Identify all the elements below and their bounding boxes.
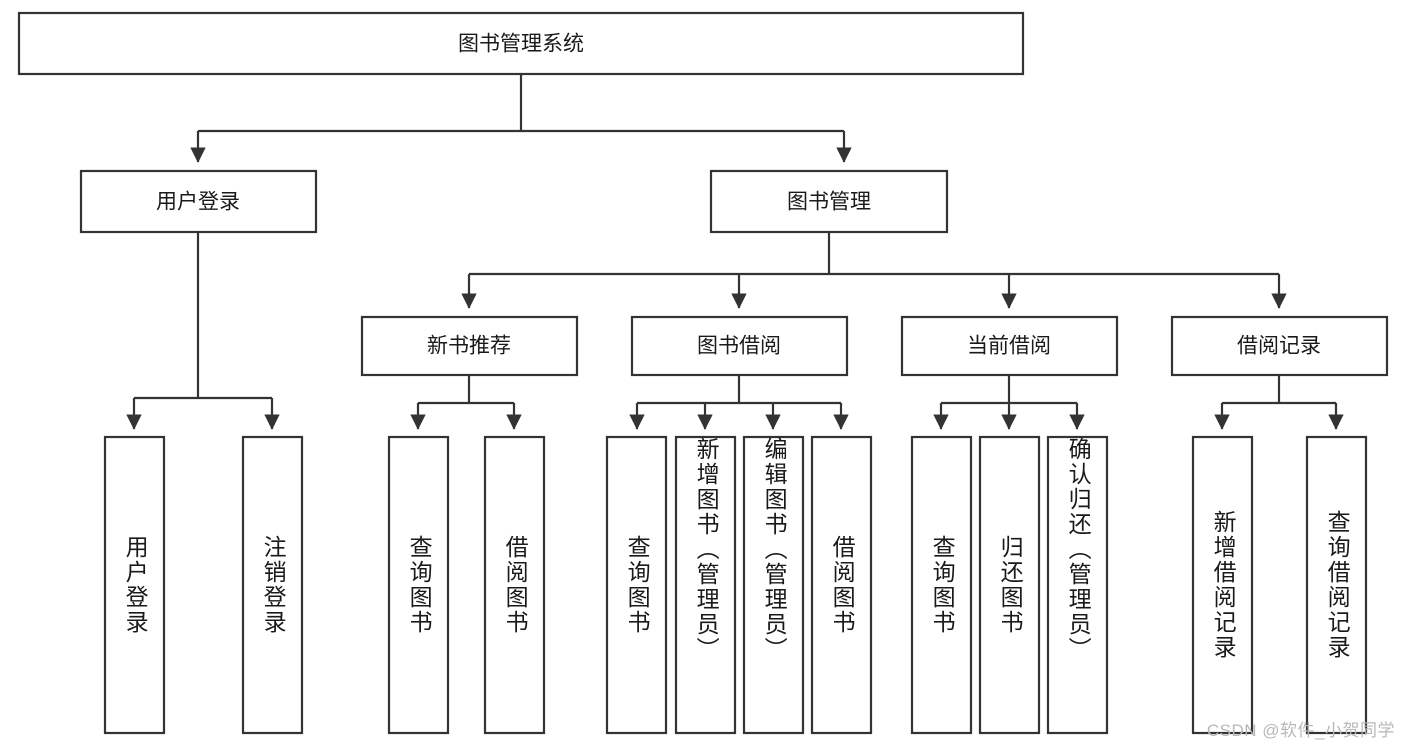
node-book-management[interactable]: 图书管理 (709, 169, 949, 234)
connector-bookmgmt-to-level3 (461, 233, 1287, 309)
node-book-borrow-label: 图书借阅 (697, 335, 781, 358)
csdn-watermark: CSDN @软件_小贺同学 (1206, 721, 1395, 740)
node-borrow-record-label: 借阅记录 (1237, 335, 1321, 358)
node-user-login-label: 用户登录 (156, 191, 240, 214)
leaf-box-book-borrow-1[interactable] (674, 435, 737, 735)
leaf-box-current-borrow-1[interactable] (978, 435, 1041, 735)
connector-bookborrow-to-leaves (629, 376, 849, 430)
node-root-book-management-system[interactable]: 图书管理系统 (17, 11, 1025, 76)
node-new-book-recommend[interactable]: 新书推荐 (360, 315, 579, 377)
leaf-box-user-login-1[interactable] (241, 435, 304, 735)
node-current-borrow-label: 当前借阅 (967, 335, 1051, 358)
connector-currentborrow-to-leaves (933, 376, 1085, 430)
leaf-box-new-book-1[interactable] (483, 435, 546, 735)
leaf-box-borrow-record-0[interactable] (1191, 435, 1254, 735)
connector-newbook-to-leaves (410, 376, 522, 430)
leaf-box-book-borrow-0[interactable] (605, 435, 668, 735)
node-user-login[interactable]: 用户登录 (79, 169, 318, 234)
leaf-box-borrow-record-1[interactable] (1305, 435, 1368, 735)
leaf-box-new-book-0[interactable] (387, 435, 450, 735)
node-borrow-record[interactable]: 借阅记录 (1170, 315, 1389, 377)
connector-userlogin-to-leaves (126, 233, 280, 430)
leaf-box-current-borrow-2[interactable] (1046, 435, 1109, 735)
connector-borrowrecord-to-leaves (1214, 376, 1344, 430)
node-book-borrow[interactable]: 图书借阅 (630, 315, 849, 377)
node-book-management-label: 图书管理 (787, 191, 871, 214)
connector-root-to-level2 (190, 74, 852, 163)
node-root-label: 图书管理系统 (458, 33, 584, 56)
node-new-book-recommend-label: 新书推荐 (427, 335, 511, 358)
node-current-borrow[interactable]: 当前借阅 (900, 315, 1119, 377)
leaf-box-current-borrow-0[interactable] (910, 435, 973, 735)
leaf-box-user-login-0[interactable] (103, 435, 166, 735)
leaf-box-book-borrow-3[interactable] (810, 435, 873, 735)
leaf-box-book-borrow-2[interactable] (742, 435, 805, 735)
